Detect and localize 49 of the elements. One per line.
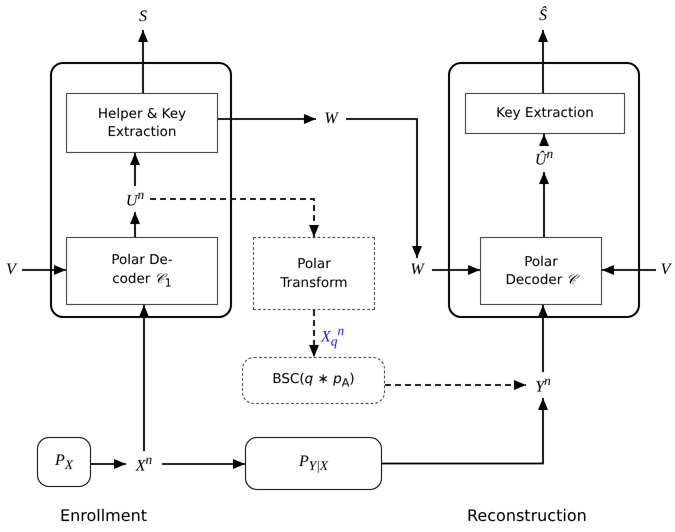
- arrow: [139, 305, 149, 451]
- section-caption: Reconstruction: [467, 506, 587, 525]
- variable-label: Û$^{n}$: [534, 145, 554, 170]
- channel-box: [242, 357, 385, 404]
- distribution-box: [37, 437, 91, 487]
- arrow: [385, 380, 526, 390]
- box-label: Key Extraction: [495, 104, 595, 123]
- process-box: [465, 93, 625, 134]
- arrow: [91, 459, 126, 469]
- arrow: [162, 459, 245, 469]
- variable-label: V: [660, 260, 672, 280]
- arrow: [539, 134, 549, 146]
- variable-label: W: [323, 109, 340, 130]
- variable-label: V: [5, 260, 18, 280]
- box-label: Polar De-coder 𝒞$_{1}$: [110, 251, 174, 291]
- box-label: Polar Transform: [279, 255, 349, 292]
- arrow: [432, 265, 480, 275]
- variable-label: W: [409, 260, 426, 280]
- variable-label: X$^{n}$: [134, 451, 154, 476]
- arrow: [218, 114, 316, 124]
- arrow: [602, 265, 656, 275]
- process-box: [66, 93, 218, 153]
- arrow: [346, 118, 422, 258]
- channel-box: [245, 437, 382, 490]
- process-box: [66, 237, 218, 305]
- section-caption: Enrollment: [60, 506, 147, 525]
- arrow: [538, 305, 548, 372]
- process-box: [480, 237, 602, 305]
- variable-label: U$^{n}$: [124, 186, 146, 212]
- variable-label: Ŝ: [538, 5, 548, 26]
- arrow: [138, 30, 148, 93]
- box-label: P$_{X}$: [54, 450, 74, 474]
- variable-label: S: [138, 7, 148, 28]
- process-box: [253, 237, 375, 310]
- arrow: [382, 398, 548, 464]
- arrow: [130, 212, 140, 237]
- arrow: [22, 265, 66, 275]
- arrow: [130, 153, 140, 186]
- box-label: P$_{Y|X}$: [298, 452, 330, 476]
- variable-label: Y$^{n}$: [534, 372, 552, 398]
- arrow: [538, 30, 548, 93]
- arrow: [309, 310, 319, 357]
- arrow: [539, 172, 549, 237]
- box-label: Helper & Key Extraction: [96, 104, 188, 142]
- box-label: BSC(q ∗ p$_{A}$): [271, 370, 356, 391]
- arrow: [150, 198, 319, 237]
- block-frame: [50, 62, 232, 318]
- box-label: Polar Decoder 𝒞: [494, 252, 588, 290]
- block-frame: [448, 62, 640, 318]
